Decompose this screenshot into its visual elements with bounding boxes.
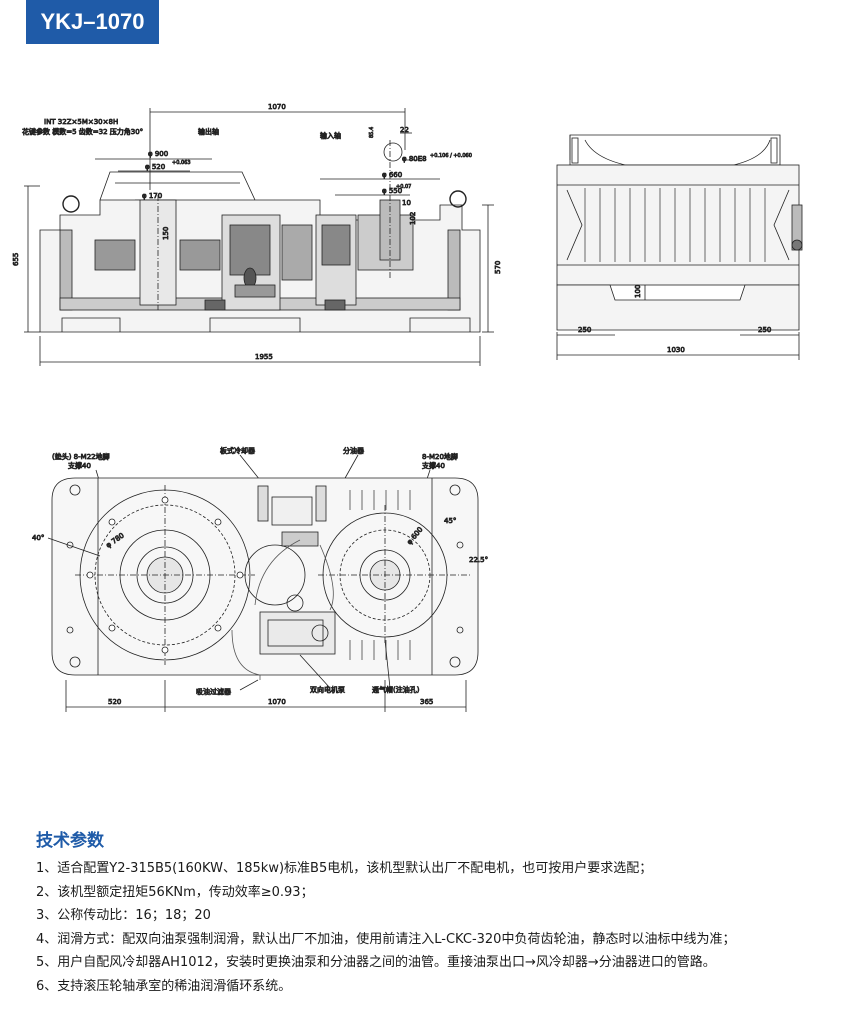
spec-item: 4、润滑方式：配双向油泵强制润滑，默认出厂不加油，使用前请注入L-CKC-320… (36, 931, 736, 947)
input-shaft-label: 输入轴 (320, 131, 341, 140)
dim-d520-tol: +0.063 (172, 160, 191, 166)
dim-key-22: 22 (400, 126, 409, 134)
side-view: 100 250 250 1030 (556, 134, 803, 360)
angle-45: 45° (444, 517, 456, 525)
dim-plan-middle: 1070 (268, 698, 286, 706)
dim-d660: φ 660 (382, 171, 402, 179)
dim-d80: φ 80E8 (402, 155, 427, 163)
engineering-drawing: 1070 INT 32Z×5M×30×8H 花键参数 模数=5 齿数=32 压力… (12, 103, 803, 712)
plan-view: (垫头) 8-M22地脚 支撑40 板式冷却器 分油器 8-M20地脚 支撑40… (32, 446, 488, 712)
dim-plan-right: 365 (420, 698, 433, 706)
spec-item: 5、用户自配风冷却器AH1012，安装时更换油泵和分油器之间的油管。重接油泵出口… (36, 955, 716, 970)
spline-params: 花键参数 模数=5 齿数=32 压力角30° (22, 127, 143, 136)
dim-side-width: 1030 (667, 346, 685, 354)
output-shaft-label: 输出轴 (198, 127, 219, 136)
dim-top-span: 1070 (268, 103, 286, 111)
filter-label: 吸油过滤器 (196, 687, 231, 696)
model-title: YKJ–1070 (26, 0, 159, 44)
dim-150: 150 (162, 227, 170, 240)
distributor-label: 分油器 (343, 446, 364, 455)
bolts-left-label: (垫头) 8-M22地脚 (52, 452, 110, 461)
bolts-right-label: 8-M20地脚 (422, 452, 458, 461)
cooler-label: 板式冷却器 (220, 446, 255, 455)
pump-label: 双向电机泵 (310, 685, 345, 694)
angle-40: 40° (32, 534, 44, 542)
dim-key-85: 85.4 (369, 127, 375, 138)
front-view: 1070 INT 32Z×5M×30×8H 花键参数 模数=5 齿数=32 压力… (12, 103, 502, 366)
dim-total-length: 1955 (255, 353, 273, 361)
dim-d170: φ 170 (142, 192, 162, 200)
dim-d550-tol: +0.07 (396, 184, 411, 190)
spline-spec: INT 32Z×5M×30×8H (44, 118, 118, 126)
dim-102: 102 (409, 212, 417, 225)
tech-specs-section: 技术参数 1、适合配置Y2-315B5(160KW、185kw)标准B5电机，该… (36, 826, 836, 998)
dim-height-right: 570 (494, 261, 502, 274)
dim-side-height: 100 (634, 285, 642, 298)
spec-item: 1、适合配置Y2-315B5(160KW、185kw)标准B5电机，该机型默认出… (36, 861, 653, 876)
spec-item: 3、公称传动比：16；18；20 (36, 908, 211, 923)
specs-title: 技术参数 (36, 831, 104, 851)
dim-d550: φ 550 (382, 187, 402, 195)
spec-item: 2、该机型额定扭矩56KNm，传动效率≥0.93； (36, 884, 314, 900)
spec-item: 6、支持滚压轮轴承室的稀油润滑循环系统。 (36, 978, 292, 994)
dim-side-right: 250 (758, 326, 771, 334)
dim-d520: φ 520 (145, 163, 165, 171)
dim-side-left: 250 (578, 326, 591, 334)
bolts-right-depth: 支撑40 (422, 461, 445, 470)
dim-d900: φ 900 (148, 150, 168, 158)
angle-22: 22.5° (469, 556, 488, 564)
dim-height-left: 655 (12, 253, 20, 266)
dim-d80-tol: +0.106 / +0.060 (430, 153, 472, 159)
dim-10: 10 (402, 199, 411, 207)
bolts-left-depth: 支撑40 (68, 461, 91, 470)
dim-plan-left: 520 (108, 698, 121, 706)
breather-label: 通气帽(注油孔) (372, 685, 420, 694)
